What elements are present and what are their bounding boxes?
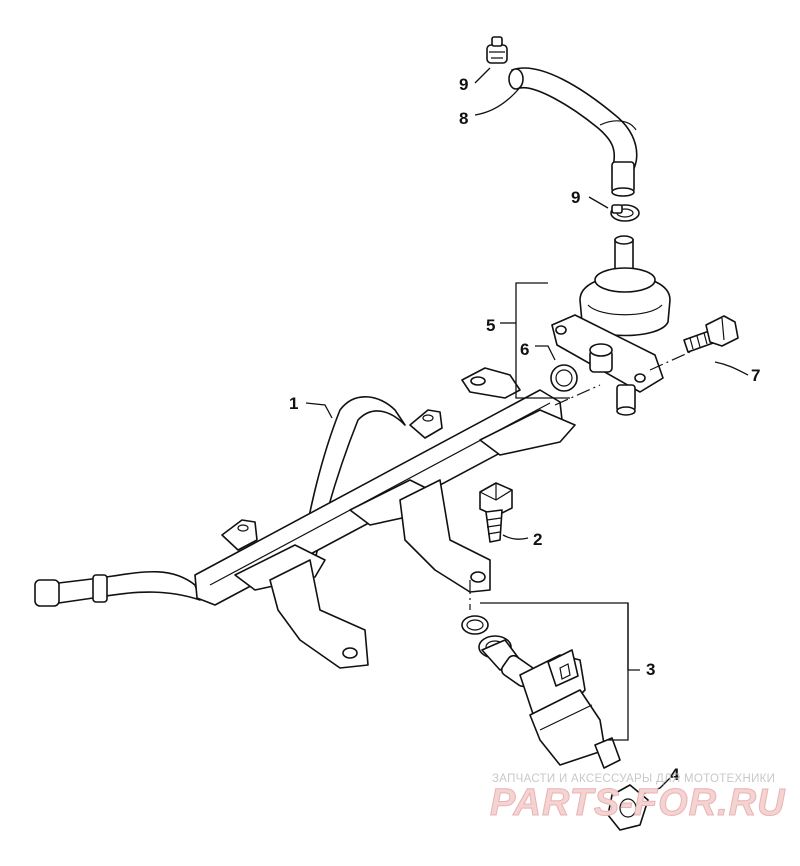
part-9-clamp-top: [486, 36, 508, 64]
watermark-tagline: ЗАПЧАСТИ И АКСЕССУАРЫ ДЛЯ МОТОТЕХНИКИ: [492, 773, 775, 785]
callout-9-mid: 9: [571, 188, 580, 207]
part-2-bolt: [479, 482, 513, 543]
part-8-hose: [508, 67, 638, 197]
callout-9-top: 9: [459, 75, 468, 94]
part-5-pressure-regulator: [551, 235, 671, 416]
callout-4: 4: [670, 765, 680, 784]
callout-2: 2: [533, 530, 542, 549]
callout-6: 6: [520, 340, 529, 359]
callout-8: 8: [459, 109, 468, 128]
part-4-seal: [607, 784, 649, 831]
centerlines: [469, 351, 691, 610]
part-6-o-ring: [550, 364, 578, 392]
part-3-injector: [461, 615, 621, 769]
callouts: 1 2 3 4 5 6 7 8 9 9: [289, 75, 760, 784]
callout-5: 5: [486, 316, 495, 335]
watermark: ЗАПЧАСТИ И АКСЕССУАРЫ ДЛЯ МОТОТЕХНИКИ PA…: [490, 773, 786, 825]
callout-7: 7: [751, 366, 760, 385]
watermark-logo: PARTS-FOR.RU: [490, 782, 786, 824]
part-1-fuel-rail: [34, 367, 576, 669]
callout-3: 3: [646, 660, 655, 679]
part-9-clamp-mid: [610, 204, 640, 222]
part-7-bolt: [683, 315, 739, 353]
leader-lines: [305, 67, 749, 796]
callout-1: 1: [289, 394, 298, 413]
